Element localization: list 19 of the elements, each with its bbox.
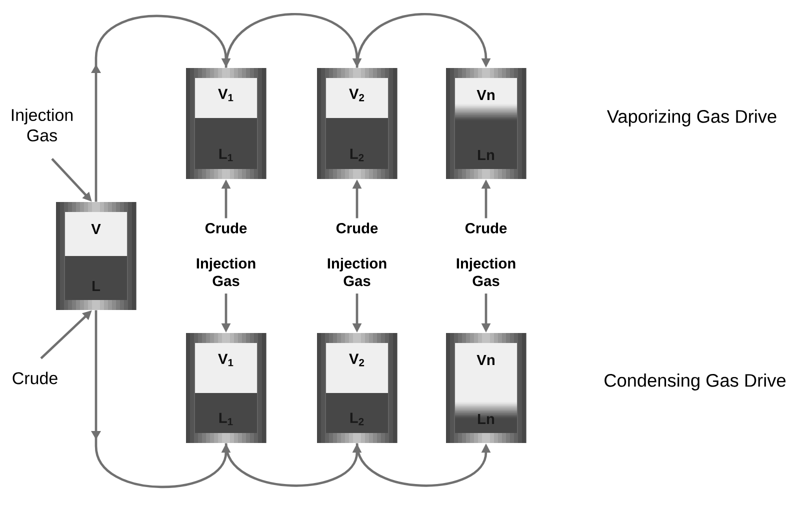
flow-label: Crude <box>12 372 58 384</box>
flow-label: Injection Gas <box>328 258 386 286</box>
arrow <box>224 13 362 68</box>
drive-label: Vaporizing Gas Drive <box>606 110 776 126</box>
node-label: V$_{1}$ <box>218 88 234 102</box>
flow-label: Injection Gas <box>196 258 256 286</box>
node-label: Vn <box>476 90 494 100</box>
node-label: Ln <box>478 414 494 424</box>
flow-label: Injection Gas <box>456 258 516 286</box>
flow-label: Crude <box>336 222 378 234</box>
node-label: V <box>91 224 101 234</box>
flow-label: Injection Gas <box>12 108 73 142</box>
arrow <box>91 14 231 203</box>
flow-label: Crude <box>205 222 247 234</box>
pvt-cell: Vn Ln <box>446 333 526 443</box>
flow-label: Crude <box>465 222 507 234</box>
node-label: V$_{2}$ <box>349 88 364 102</box>
arrow <box>356 13 491 68</box>
drive-label: Condensing Gas Drive <box>604 374 786 390</box>
